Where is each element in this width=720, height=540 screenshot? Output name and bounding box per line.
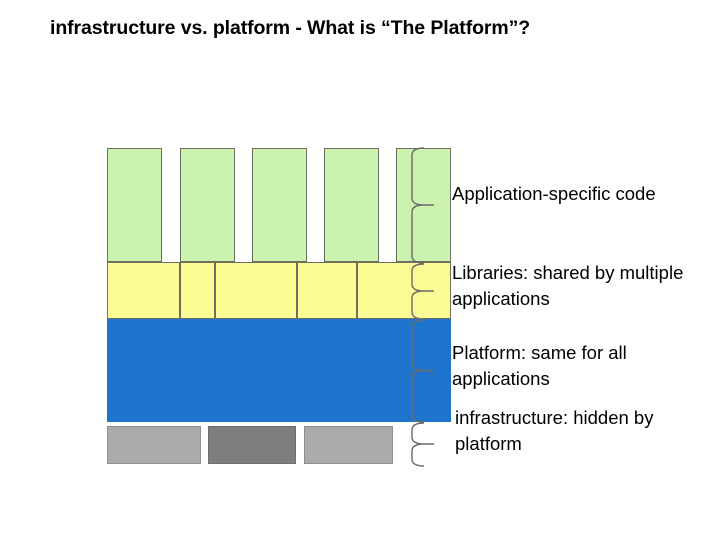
annotation-application-code: Application-specific code	[452, 183, 656, 204]
layer-block-application-code	[107, 148, 162, 262]
annotation-platform: Platform: same for all applications	[452, 342, 627, 389]
brace-infrastructure	[411, 422, 434, 467]
layer-block-libraries	[180, 262, 215, 319]
annotation-infrastructure: infrastructure: hidden by platform	[455, 407, 654, 454]
layer-block-application-code	[252, 148, 307, 262]
annotation-libraries: Libraries: shared by multiple applicatio…	[452, 262, 684, 309]
layer-block-application-code	[180, 148, 235, 262]
brace-application-code	[411, 147, 434, 264]
layer-block-infrastructure	[107, 426, 201, 464]
layer-block-libraries	[215, 262, 297, 319]
layer-block-libraries	[107, 262, 180, 319]
layer-block-libraries	[297, 262, 357, 319]
layer-block-infrastructure	[304, 426, 393, 464]
layer-block-libraries	[357, 262, 451, 319]
layer-block-platform	[107, 319, 451, 422]
brace-libraries	[411, 263, 434, 320]
brace-platform	[411, 319, 434, 423]
page-title: infrastructure vs. platform - What is “T…	[50, 17, 531, 39]
layer-block-application-code	[324, 148, 379, 262]
layer-block-infrastructure	[208, 426, 296, 464]
